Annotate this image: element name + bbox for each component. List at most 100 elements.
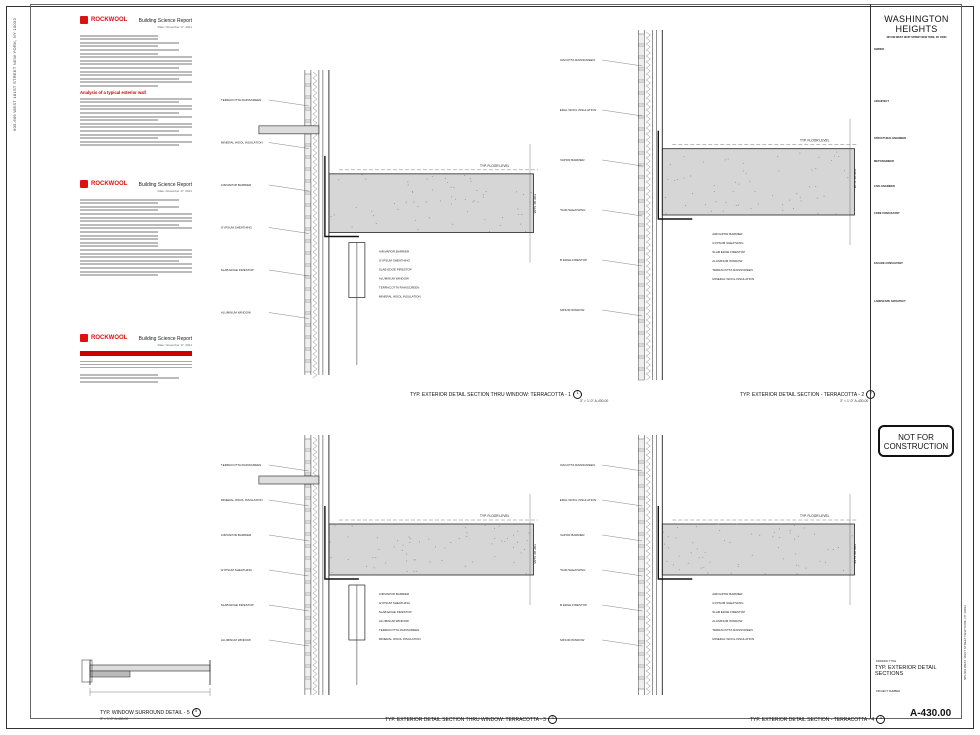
slab-aggregate <box>376 223 377 224</box>
slab-aggregate <box>417 206 418 207</box>
slab-aggregate <box>743 170 744 171</box>
slab-aggregate <box>521 552 522 553</box>
detail-1-drawing: TERRACOTTA RAINSCREENAIR/VAPOR BARRIERMI… <box>220 60 550 405</box>
report-date: Date: November 17, 2021 <box>158 343 192 347</box>
slab-aggregate <box>513 547 514 548</box>
slab-aggregate <box>413 202 414 203</box>
detail-note: GYPSUM SHEATHING <box>379 259 411 263</box>
detail-note: ALUMINUM WINDOW <box>221 311 251 315</box>
report-page-2: ROCKWOOL Building Science Report Date: N… <box>80 180 192 325</box>
slab-aggregate <box>714 191 715 192</box>
tb-mep: MEP ENGINEER <box>874 160 960 163</box>
report-section-heading: Analysis of a typical exterior wall <box>80 90 192 96</box>
detail-note: SLAB EDGE FIRESTOP <box>560 258 587 262</box>
slab-aggregate <box>801 200 802 201</box>
slab-aggregate <box>426 201 427 202</box>
terracotta-tile <box>305 595 311 605</box>
detail-5-title: TYP. WINDOW SURROUND DETAIL - 55 3" = 1'… <box>100 708 201 721</box>
concrete-slab <box>662 149 854 215</box>
slab-aggregate <box>514 562 515 563</box>
slab-aggregate <box>667 179 668 180</box>
slab-aggregate <box>751 534 752 535</box>
terracotta-tile <box>638 286 644 296</box>
slab-aggregate <box>752 555 753 556</box>
slab-aggregate <box>374 567 375 568</box>
terracotta-tile <box>638 118 644 128</box>
terracotta-tile <box>638 439 644 449</box>
terracotta-tile <box>305 74 311 84</box>
terracotta-tile <box>638 358 644 368</box>
tb-owner: OWNER <box>874 48 960 51</box>
slab-aggregate <box>414 559 415 560</box>
report-body-text <box>80 199 192 276</box>
slab-aggregate <box>483 196 484 197</box>
detail-note: MINERAL WOOL INSULATION <box>712 637 754 641</box>
slab-aggregate <box>347 537 348 538</box>
terracotta-tile <box>638 595 644 605</box>
terracotta-tile <box>305 667 311 677</box>
slab-aggregate <box>703 162 704 163</box>
slab-aggregate <box>844 170 845 171</box>
slab-aggregate <box>847 177 848 178</box>
terracotta-tile <box>638 535 644 545</box>
slab-aggregate <box>677 527 678 528</box>
slab-aggregate <box>779 537 780 538</box>
detail-2-title: TYP. EXTERIOR DETAIL SECTION - TERRACOTT… <box>740 390 875 403</box>
detail-note: MINERAL WOOL INSULATION <box>560 108 596 112</box>
slab-aggregate <box>811 170 812 171</box>
detail-note: SLAB EDGE FIRESTOP <box>712 610 745 614</box>
terracotta-tile <box>638 370 644 380</box>
terracotta-tile <box>638 523 644 533</box>
terracotta-tile <box>305 86 311 96</box>
terracotta-tile <box>305 487 311 497</box>
terracotta-tile <box>638 274 644 284</box>
terracotta-tile <box>638 154 644 164</box>
terracotta-tile <box>305 350 311 360</box>
slab-aggregate <box>794 539 795 540</box>
slab-aggregate <box>338 179 339 180</box>
title-block: WASHINGTON HEIGHTS 605-609 WEST 181ST ST… <box>870 4 962 719</box>
slab-aggregate <box>779 528 780 529</box>
slab-aggregate <box>525 231 526 232</box>
slab-aggregate <box>440 200 441 201</box>
slab-aggregate <box>852 535 853 536</box>
slab-aggregate <box>407 181 408 182</box>
detail-note: TERRACOTTA RAINSCREEN <box>560 463 595 467</box>
floor-level-tag: TYP. FLOOR LEVEL <box>480 514 510 518</box>
slab-aggregate <box>668 536 669 537</box>
slab-aggregate <box>406 202 407 203</box>
slab-aggregate <box>758 203 759 204</box>
slab-aggregate <box>455 199 456 200</box>
report-body-text-2 <box>80 98 192 147</box>
slab-aggregate <box>527 540 528 541</box>
insulation-pattern <box>646 32 650 380</box>
slab-aggregate <box>430 562 431 563</box>
detail-note: TERRACOTTA RAINSCREEN <box>379 628 419 632</box>
terracotta-tile <box>638 346 644 356</box>
slab-aggregate <box>478 201 479 202</box>
detail-note: GYPSUM SHEATHING <box>712 601 744 605</box>
slab-aggregate <box>465 527 466 528</box>
sheet-number: A-430.00 <box>910 708 951 719</box>
floor-level-tag: TYP. FLOOR LEVEL <box>800 514 830 518</box>
report-table <box>80 359 192 368</box>
slab-aggregate <box>705 204 706 205</box>
slab-aggregate <box>499 526 500 527</box>
slab-aggregate <box>733 191 734 192</box>
detail-note: TERRACOTTA RAINSCREEN <box>221 463 261 467</box>
slab-aggregate <box>484 219 485 220</box>
detail-5-window-surround: TYP. WINDOW SURROUND DETAIL - 55 3" = 1'… <box>60 560 220 720</box>
slab-aggregate <box>738 184 739 185</box>
slab-aggregate <box>749 181 750 182</box>
detail-note: GYPSUM SHEATHING <box>560 568 586 572</box>
slab-aggregate <box>774 532 775 533</box>
terracotta-tile <box>638 511 644 521</box>
insulation-pattern <box>646 437 650 695</box>
terracotta-tile <box>305 170 311 180</box>
slab-aggregate <box>798 565 799 566</box>
leader-line <box>602 640 642 646</box>
slab-aggregate <box>409 542 410 543</box>
slab-aggregate <box>356 207 357 208</box>
slab-aggregate <box>718 524 719 525</box>
terracotta-tile <box>305 110 311 120</box>
